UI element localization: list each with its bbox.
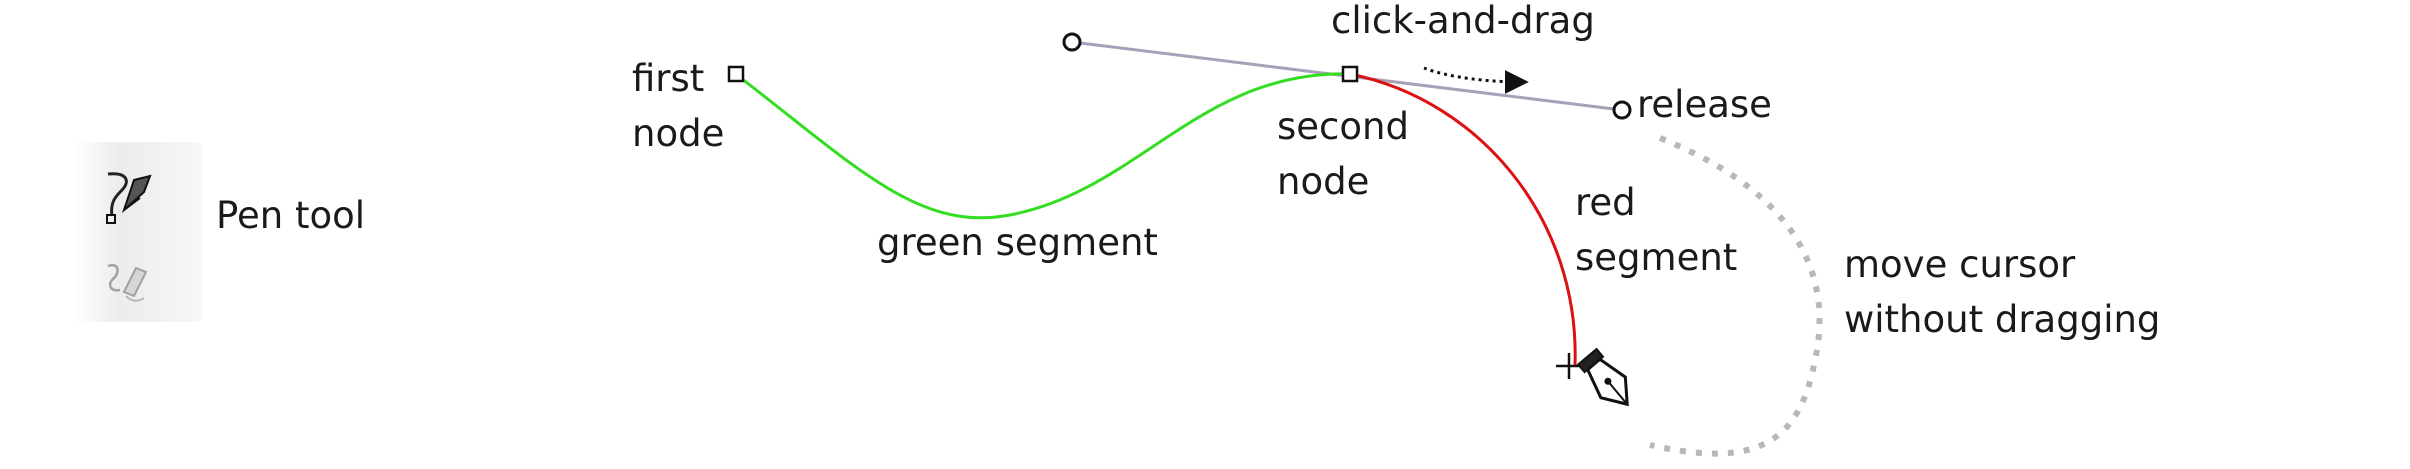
second-node-label-line1: second [1277, 105, 1409, 148]
first-node[interactable] [727, 65, 745, 83]
handle-release-point[interactable] [1612, 100, 1632, 120]
move-cursor-label-line1: move cursor [1844, 243, 2076, 286]
red-segment [1349, 72, 1577, 366]
pencil-freehand-icon[interactable] [107, 263, 148, 302]
pen-cursor-icon [1556, 347, 1629, 407]
green-segment-label: green segment [877, 221, 1158, 264]
first-node-label-line1: first [632, 57, 704, 100]
diagram-labels: first node green segment click-and-drag … [632, 0, 2160, 341]
second-node[interactable] [1341, 65, 1359, 83]
move-cursor-label-line2: without dragging [1844, 298, 2160, 341]
handle-start-point[interactable] [1062, 32, 1082, 52]
pen-bezier-icon[interactable] [106, 172, 152, 224]
first-node-label-line2: node [632, 112, 724, 155]
cursor-move-path [1649, 135, 1823, 457]
red-segment-label-line1: red [1575, 181, 1636, 224]
drag-arrow [1423, 66, 1529, 94]
green-segment [736, 72, 1351, 220]
red-segment-label-line2: segment [1575, 236, 1737, 279]
click-and-drag-label: click-and-drag [1331, 0, 1595, 42]
release-label: release [1637, 83, 1772, 126]
toolbar-background [74, 142, 202, 322]
second-node-label-line2: node [1277, 160, 1369, 203]
tool-label: Pen tool [216, 194, 365, 237]
toolbar-panel: Pen tool [74, 142, 365, 322]
